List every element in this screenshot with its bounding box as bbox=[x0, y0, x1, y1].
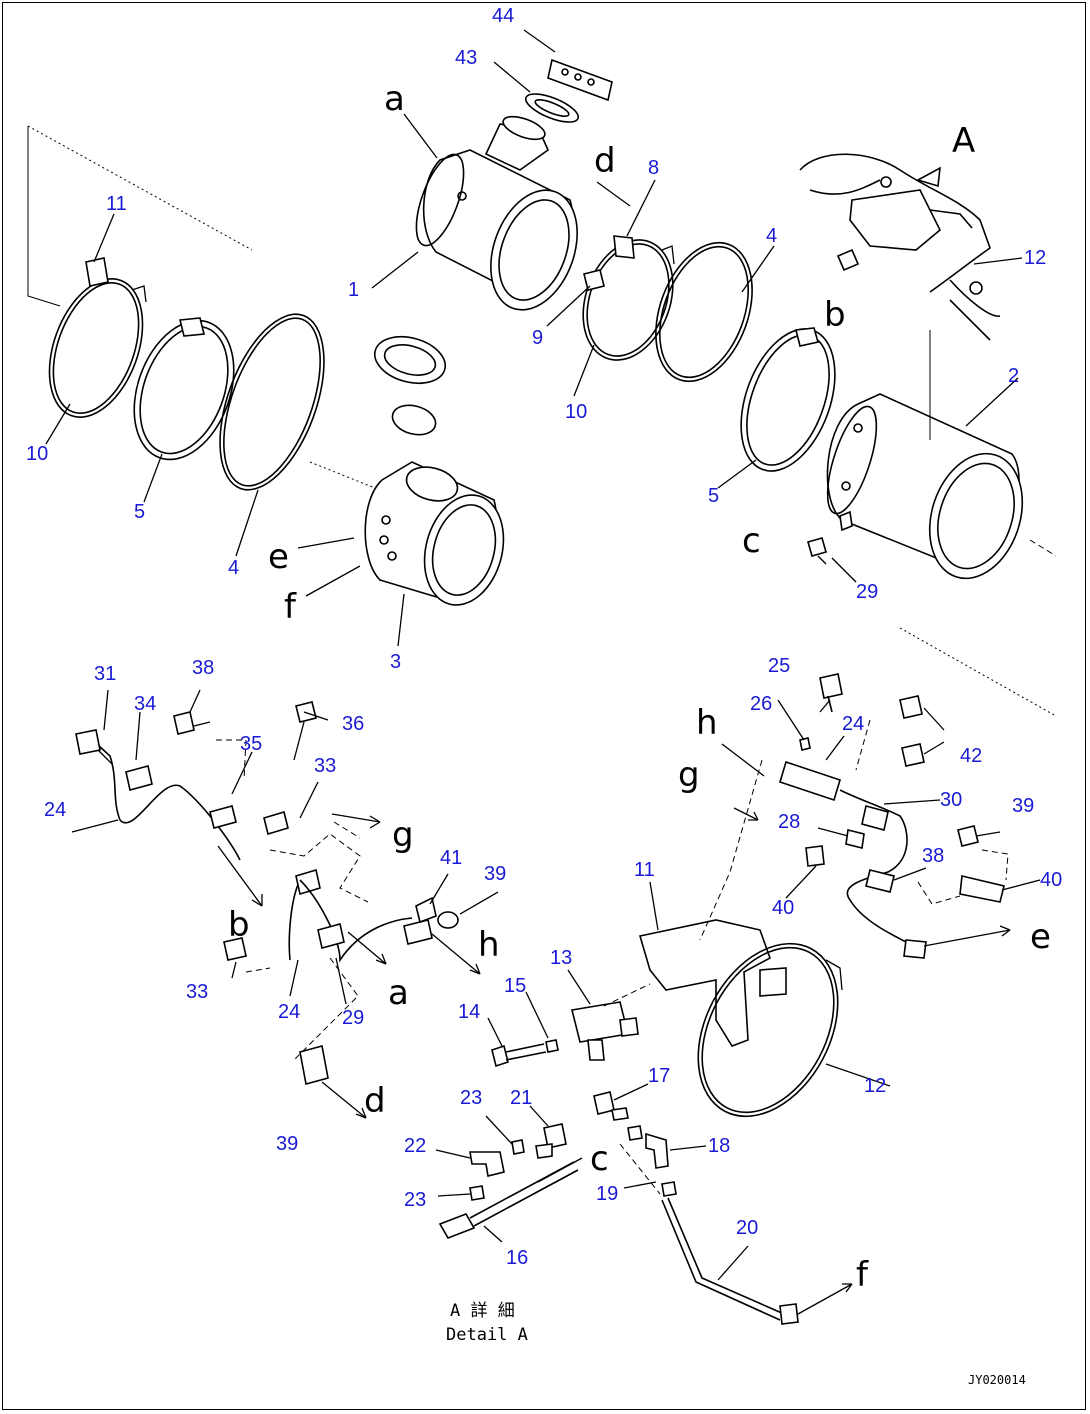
part-label-11: 11 bbox=[634, 859, 655, 881]
part-label-36: 39 bbox=[484, 863, 506, 885]
part-43-gasket bbox=[524, 93, 580, 123]
part-label-1: 1 bbox=[348, 279, 359, 301]
part-label-26: 26 bbox=[750, 693, 772, 715]
part-label-24-a: 24 bbox=[44, 799, 66, 821]
letter-c-bottom: c bbox=[590, 1139, 609, 1179]
part-label-24-c: 24 bbox=[842, 713, 864, 735]
part-label-34: 36 bbox=[342, 713, 364, 735]
part-label-23-a: 23 bbox=[460, 1087, 482, 1109]
part-21-fitting bbox=[535, 1123, 567, 1159]
part-label-40: 40 bbox=[1040, 869, 1062, 891]
part-label-29-b: 30 bbox=[940, 789, 962, 811]
part-label-22: 22 bbox=[404, 1135, 426, 1157]
part-4-ring-left bbox=[219, 313, 325, 491]
part-label-6: 8 bbox=[648, 157, 659, 179]
part-3-chamber bbox=[364, 335, 505, 606]
detail-caption-jp: A 詳 細 bbox=[450, 1301, 515, 1321]
letter-a-left: a bbox=[388, 973, 409, 1013]
left-harness bbox=[75, 701, 459, 1086]
letter-g-left: g bbox=[392, 815, 414, 855]
part-12-bracket-clamp bbox=[638, 919, 843, 1118]
part-label-4-left: 4 bbox=[228, 557, 239, 579]
letter-f-bottom: f bbox=[856, 1255, 869, 1295]
letter-e-top: e bbox=[268, 537, 289, 577]
part-label-2: 2 bbox=[1008, 365, 1019, 387]
part-label-35: 38 bbox=[192, 657, 214, 679]
part-label-39-b: 40 bbox=[772, 897, 794, 919]
letter-A: A bbox=[952, 121, 975, 161]
part-label-16: 16 bbox=[506, 1247, 528, 1269]
part-label-15: 15 bbox=[504, 975, 526, 997]
part-label-27: 29 bbox=[856, 581, 878, 603]
part-14-bolt bbox=[491, 1043, 547, 1068]
part-label-43: 43 bbox=[455, 47, 477, 69]
part-10-clamp bbox=[48, 257, 147, 418]
part-label-21: 21 bbox=[510, 1087, 532, 1109]
letter-a-top: a bbox=[384, 79, 405, 119]
part-label-8: 10 bbox=[565, 401, 587, 423]
part-label-31: 33 bbox=[186, 981, 208, 1003]
part-5-clamp-right bbox=[740, 327, 836, 472]
part-label-41: 41 bbox=[440, 847, 462, 869]
part-label-20: 20 bbox=[736, 1217, 758, 1239]
letter-d-left: d bbox=[364, 1081, 386, 1121]
part-label-14: 14 bbox=[458, 1001, 480, 1023]
right-harness bbox=[779, 673, 1005, 959]
part-label-39-a: 39 bbox=[1012, 795, 1034, 817]
part-label-32: 33 bbox=[314, 755, 336, 777]
detail-a-assembly bbox=[799, 153, 1001, 341]
letter-d-top: d bbox=[594, 141, 616, 181]
part-27-bolt bbox=[807, 537, 827, 565]
letter-b-left: b bbox=[228, 905, 250, 945]
part-label-30: 31 bbox=[94, 663, 116, 685]
part-label-17: 17 bbox=[648, 1065, 670, 1087]
letter-g-right: g bbox=[678, 755, 700, 795]
part-label-18: 18 bbox=[708, 1135, 730, 1157]
letter-h-right: h bbox=[696, 703, 718, 743]
detail-caption-en: Detail A bbox=[446, 1325, 528, 1345]
part-label-12-top: 12 bbox=[1024, 247, 1046, 269]
part-1-housing bbox=[415, 115, 578, 311]
part-label-42: 42 bbox=[960, 745, 982, 767]
letter-h-left: h bbox=[478, 925, 500, 965]
part-22-hose bbox=[469, 1151, 505, 1177]
letter-e-right: e bbox=[1030, 917, 1051, 957]
part-label-10: 10 bbox=[26, 443, 48, 465]
part-label-3: 3 bbox=[390, 651, 401, 673]
part-4-ring-right bbox=[655, 241, 753, 383]
part-label-19: 19 bbox=[596, 1183, 618, 1205]
part-44-flange bbox=[547, 58, 613, 102]
part-label-38: 38 bbox=[922, 845, 944, 867]
part-label-9: 11 bbox=[106, 193, 127, 215]
part-label-23-b: 23 bbox=[404, 1189, 426, 1211]
part-label-33-b: 35 bbox=[240, 733, 262, 755]
part-18-elbow bbox=[627, 1125, 669, 1169]
part-20-pipe bbox=[661, 1197, 799, 1325]
part-label-5-left: 5 bbox=[134, 501, 145, 523]
part-label-7: 9 bbox=[532, 327, 543, 349]
part-17-fitting bbox=[593, 1091, 629, 1121]
part-label-12-bottom: 12 bbox=[864, 1075, 886, 1097]
letter-c-top: c bbox=[742, 521, 761, 561]
part-label-25: 25 bbox=[768, 655, 790, 677]
drawing-code: JY020014 bbox=[968, 1373, 1026, 1387]
part-13-sensor bbox=[571, 1001, 639, 1061]
part-label-13: 13 bbox=[550, 947, 572, 969]
part-label-5-right: 5 bbox=[708, 485, 719, 507]
part-2-filter bbox=[826, 393, 1024, 580]
letter-b-top: b bbox=[824, 295, 846, 335]
letter-f-top: f bbox=[284, 587, 297, 627]
part-label-44: 44 bbox=[492, 5, 514, 27]
part-label-24-b: 24 bbox=[278, 1001, 300, 1023]
part-8-clamp bbox=[582, 235, 675, 361]
part-label-4-right: 4 bbox=[766, 225, 777, 247]
part-label-29-a: 29 bbox=[342, 1007, 364, 1029]
part-label-37: 39 bbox=[276, 1133, 298, 1155]
part-label-33-a: 34 bbox=[134, 693, 156, 715]
part-label-28: 28 bbox=[778, 811, 800, 833]
part-5-clamp-left bbox=[133, 317, 235, 461]
